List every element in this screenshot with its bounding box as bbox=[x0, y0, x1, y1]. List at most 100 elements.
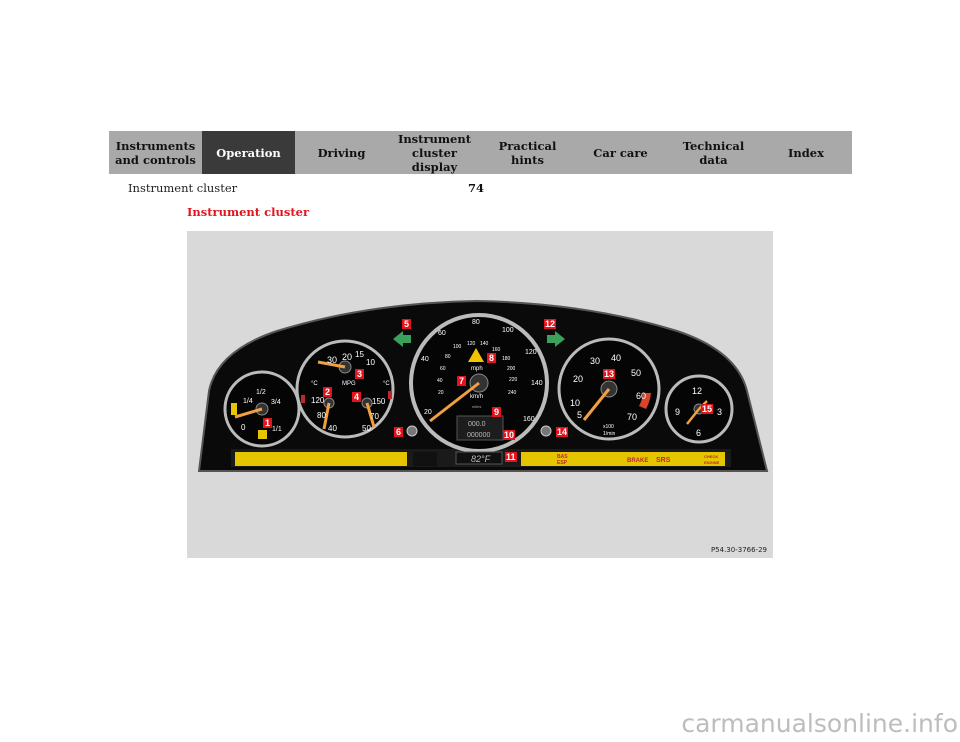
svg-text:100: 100 bbox=[502, 327, 514, 334]
svg-text:80: 80 bbox=[317, 411, 326, 420]
svg-text:15: 15 bbox=[355, 350, 364, 359]
clock: 12 3 6 9 bbox=[664, 374, 734, 444]
svg-text:160: 160 bbox=[492, 347, 501, 353]
svg-text:1/1: 1/1 bbox=[272, 426, 282, 433]
svg-text:80: 80 bbox=[472, 319, 480, 326]
svg-text:5: 5 bbox=[577, 410, 582, 420]
svg-text:miles: miles bbox=[472, 404, 481, 409]
svg-text:50: 50 bbox=[631, 368, 641, 378]
svg-text:12: 12 bbox=[545, 319, 555, 329]
svg-text:3: 3 bbox=[717, 407, 722, 417]
svg-text:BAS: BAS bbox=[557, 454, 568, 460]
svg-text:SRS: SRS bbox=[656, 457, 671, 464]
svg-text:1/2: 1/2 bbox=[256, 389, 266, 396]
tab-index[interactable]: Index bbox=[760, 131, 852, 174]
tab-practical-hints[interactable]: Practical hints bbox=[481, 131, 574, 174]
svg-text:200: 200 bbox=[507, 366, 516, 372]
reset-knob-right bbox=[540, 425, 552, 437]
svg-text:30: 30 bbox=[327, 355, 337, 365]
figure-code: P54.30-3766-29 bbox=[710, 546, 767, 554]
svg-text:80: 80 bbox=[445, 354, 451, 360]
svg-text:6: 6 bbox=[696, 428, 701, 438]
tab-driving[interactable]: Driving bbox=[295, 131, 388, 174]
svg-text:120: 120 bbox=[467, 341, 476, 347]
svg-text:0: 0 bbox=[241, 423, 246, 432]
svg-text:160: 160 bbox=[523, 416, 535, 423]
svg-text:MPG: MPG bbox=[342, 381, 356, 387]
svg-text:12: 12 bbox=[692, 386, 702, 396]
svg-text:140: 140 bbox=[531, 380, 543, 387]
svg-text:CHECK: CHECK bbox=[704, 454, 718, 459]
page-header-title: Instrument cluster bbox=[128, 181, 238, 195]
svg-text:13: 13 bbox=[604, 369, 614, 379]
outside-temperature-display: 82°F bbox=[471, 454, 491, 464]
svg-text:20: 20 bbox=[573, 374, 583, 384]
svg-text:000.0: 000.0 bbox=[468, 421, 486, 428]
left-turn-signal-icon bbox=[393, 331, 411, 347]
svg-text:11: 11 bbox=[506, 452, 516, 462]
svg-text:6: 6 bbox=[396, 427, 401, 437]
svg-text:mph: mph bbox=[471, 366, 483, 372]
svg-text:7: 7 bbox=[459, 376, 464, 386]
svg-text:140: 140 bbox=[480, 341, 489, 347]
svg-text:180: 180 bbox=[502, 356, 511, 362]
svg-text:3: 3 bbox=[357, 369, 362, 379]
svg-text:15: 15 bbox=[702, 404, 712, 414]
callout-labels: 1 2 3 4 5 6 7 8 9 10 11 12 13 14 15 bbox=[263, 319, 713, 462]
svg-text:°C: °C bbox=[383, 381, 390, 387]
svg-text:70: 70 bbox=[627, 412, 637, 422]
svg-text:x100: x100 bbox=[603, 424, 614, 430]
svg-text:100: 100 bbox=[453, 344, 462, 350]
svg-text:20: 20 bbox=[438, 390, 444, 396]
svg-text:240: 240 bbox=[508, 390, 517, 396]
svg-text:3/4: 3/4 bbox=[271, 399, 281, 406]
svg-text:120: 120 bbox=[311, 396, 325, 405]
instrument-cluster-figure: 0 1/4 1/2 3/4 1/1 30 20 15 10 MPG °C 120… bbox=[187, 231, 773, 558]
svg-text:10: 10 bbox=[504, 430, 514, 440]
watermark: carmanualsonline.info bbox=[681, 709, 958, 738]
warning-triangle-icon bbox=[468, 348, 484, 362]
svg-text:40: 40 bbox=[421, 356, 429, 363]
fuel-reserve-icon bbox=[258, 430, 267, 439]
section-heading: Instrument cluster bbox=[187, 205, 310, 219]
svg-text:70: 70 bbox=[370, 412, 379, 421]
svg-text:BRAKE: BRAKE bbox=[627, 458, 648, 464]
svg-text:220: 220 bbox=[509, 377, 518, 383]
svg-text:8: 8 bbox=[489, 353, 494, 363]
tab-instrument-cluster-display[interactable]: Instrument cluster display bbox=[388, 131, 481, 174]
svg-text:40: 40 bbox=[611, 353, 621, 363]
right-turn-signal-icon bbox=[547, 331, 565, 347]
svg-text:1/4: 1/4 bbox=[243, 398, 253, 405]
svg-text:60: 60 bbox=[636, 391, 646, 401]
tab-technical-data[interactable]: Technical data bbox=[667, 131, 760, 174]
tab-car-care[interactable]: Car care bbox=[574, 131, 667, 174]
svg-text:60: 60 bbox=[438, 330, 446, 337]
svg-text:40: 40 bbox=[437, 378, 443, 384]
navigation-tabs: Instruments and controls Operation Drivi… bbox=[109, 131, 852, 174]
svg-text:10: 10 bbox=[570, 398, 580, 408]
svg-text:10: 10 bbox=[366, 358, 375, 367]
svg-text:120: 120 bbox=[525, 349, 537, 356]
svg-text:30: 30 bbox=[590, 356, 600, 366]
svg-text:60: 60 bbox=[440, 366, 446, 372]
page-number: 74 bbox=[468, 181, 485, 195]
svg-text:14: 14 bbox=[557, 427, 567, 437]
svg-text:40: 40 bbox=[328, 424, 337, 433]
svg-text:4: 4 bbox=[354, 392, 359, 402]
fuel-gauge: 0 1/4 1/2 3/4 1/1 bbox=[223, 370, 301, 448]
svg-text:5: 5 bbox=[404, 319, 409, 329]
svg-text:9: 9 bbox=[675, 407, 680, 417]
tachometer: 5 10 20 30 40 50 60 70 x100 1/min bbox=[557, 337, 661, 441]
tab-instruments-and-controls[interactable]: Instruments and controls bbox=[109, 131, 202, 174]
svg-text:ENGINE: ENGINE bbox=[704, 460, 720, 465]
svg-text:000000: 000000 bbox=[467, 432, 490, 439]
svg-text:2: 2 bbox=[325, 387, 330, 397]
svg-text:9: 9 bbox=[494, 407, 499, 417]
reset-knob-left bbox=[406, 425, 418, 437]
speedometer: 20 40 60 80 100 120 140 160 20 40 60 80 … bbox=[409, 313, 549, 453]
svg-text:°C: °C bbox=[311, 381, 318, 387]
instrument-cluster-illustration: 0 1/4 1/2 3/4 1/1 30 20 15 10 MPG °C 120… bbox=[197, 299, 769, 472]
economy-coolant-oil-gauge: 30 20 15 10 MPG °C 120 80 40 °C 150 70 5… bbox=[295, 339, 395, 439]
svg-text:20: 20 bbox=[342, 352, 352, 362]
tab-operation[interactable]: Operation bbox=[202, 131, 295, 174]
